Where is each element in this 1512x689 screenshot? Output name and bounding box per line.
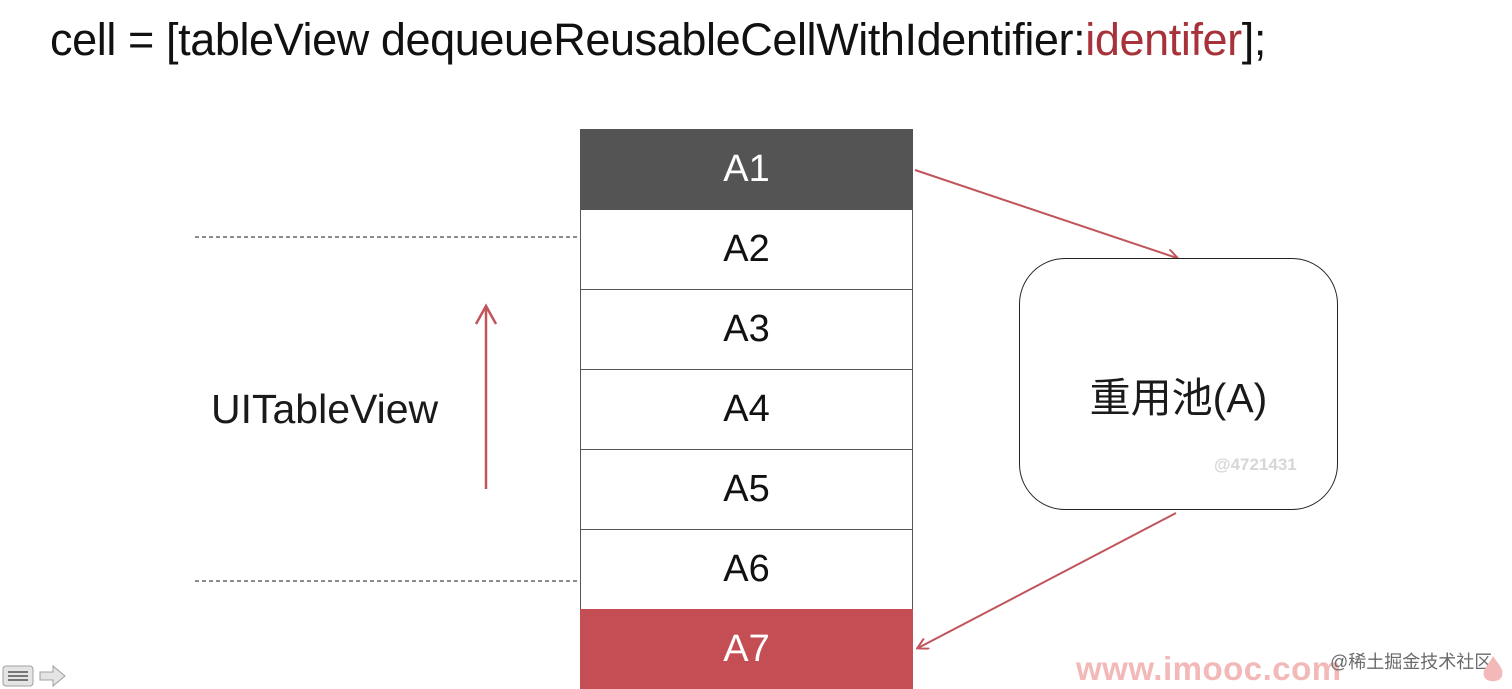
dequeue-arrow	[918, 512, 1177, 648]
platform-watermark: @稀土掘金技术社区	[1330, 652, 1493, 672]
cell-label: A1	[723, 148, 770, 190]
cell-label: A7	[723, 628, 770, 670]
table-cell: A4	[580, 369, 913, 450]
table-cell: A2	[580, 209, 913, 290]
table-view: A1 A2 A3 A4 A5 A6 A7	[580, 129, 913, 689]
table-cell: A7	[580, 609, 913, 689]
cell-label: A2	[723, 228, 770, 270]
menu-icon[interactable]	[2, 664, 36, 688]
code-text-after: ];	[1241, 14, 1267, 65]
table-cell: A6	[580, 529, 913, 610]
pool-watermark: @4721431	[1214, 455, 1297, 474]
code-text-before: cell = [tableView dequeueReusableCellWit…	[50, 14, 1086, 65]
cell-label: A4	[723, 388, 770, 430]
table-cell: A1	[580, 129, 913, 210]
flame-logo-icon	[1483, 656, 1503, 682]
code-line: cell = [tableView dequeueReusableCellWit…	[50, 14, 1266, 66]
table-cell: A5	[580, 449, 913, 530]
cell-label: A6	[723, 548, 770, 590]
enqueue-arrow	[914, 169, 1177, 258]
cell-label: A3	[723, 308, 770, 350]
uitableview-label: UITableView	[211, 386, 439, 432]
site-watermark: www.imooc.com	[1076, 650, 1342, 687]
reuse-pool-box: 重用池(A) @4721431	[1019, 258, 1338, 510]
next-arrow-icon[interactable]	[38, 664, 68, 688]
reuse-pool-label: 重用池(A)	[1089, 375, 1268, 421]
code-identifier: identifer	[1085, 14, 1242, 65]
cell-label: A5	[723, 468, 770, 510]
table-cell: A3	[580, 289, 913, 370]
